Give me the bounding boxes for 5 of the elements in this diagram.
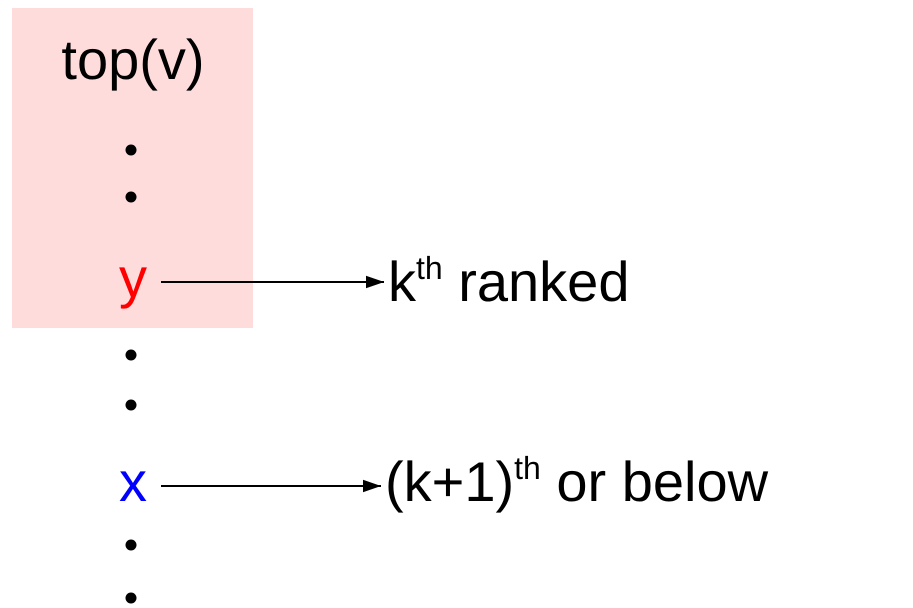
arrow bbox=[161, 480, 381, 492]
node-label: x bbox=[119, 454, 147, 510]
arrow bbox=[161, 276, 384, 288]
rank-label: k$^{th}$ ranked bbox=[388, 254, 630, 310]
highlight-panel bbox=[12, 8, 253, 328]
